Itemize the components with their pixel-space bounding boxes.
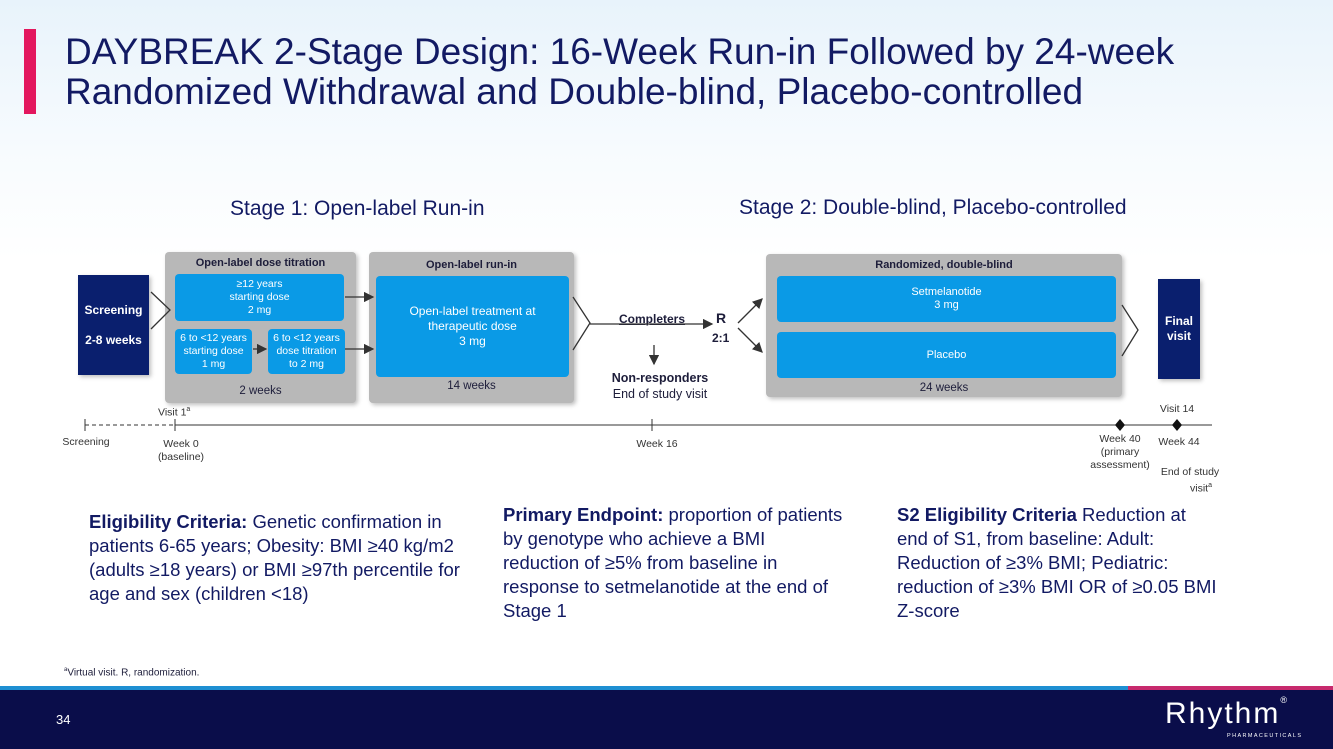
footnote: aVirtual visit. R, randomization.: [64, 667, 199, 678]
tl-end-study-line1: End of study: [1160, 466, 1220, 478]
titration-box-child-titration-line1: 6 to <12 years: [273, 332, 340, 344]
eligibility-label: Eligibility Criteria:: [89, 511, 248, 532]
stage1-heading: Stage 1: Open-label Run-in: [230, 197, 485, 220]
nonresponders-label: Non-responders: [611, 371, 709, 385]
stage2-heading: Stage 2: Double-blind, Placebo-controlle…: [739, 196, 1127, 219]
footer-stripe-pink: [1128, 686, 1333, 690]
final-chevron: [1121, 304, 1139, 357]
tl-visit1-sup: a: [186, 406, 191, 413]
footnote-text: Virtual visit. R, randomization.: [67, 667, 200, 679]
titration-box-child-start-line2: starting dose: [183, 345, 244, 357]
eligibility-text: Genetic confirmation in patients 6-65 ye…: [89, 511, 460, 604]
logo-sub: PHARMACEUTICALS: [1227, 733, 1303, 739]
diamond-week40: [1115, 419, 1125, 431]
tl-week40: Week 40 (primary assessment): [1088, 433, 1152, 472]
tl-screening: Screening: [62, 436, 110, 448]
titration-box-child-titration-line3: to 2 mg: [288, 358, 325, 370]
s2-label: S2 Eligibility Criteria: [897, 504, 1077, 525]
titration-box-adult-line1: ≥12 years: [236, 278, 283, 290]
titration-box-adult-line2: starting dose: [229, 291, 290, 303]
run-in-treatment-box: Open-label treatment at therapeutic dose…: [376, 276, 569, 377]
run-in-header: Open-label run-in: [425, 259, 518, 271]
arrow-to-setmelanotide: [737, 298, 763, 324]
screening-chevron: [150, 291, 171, 330]
tl-visit1-text: Visit 1: [158, 406, 187, 419]
tl-week40-line2: (primary: [1100, 446, 1140, 458]
final-visit-box: Final visit: [1158, 279, 1200, 379]
rhythm-logo: Rhythm® PHARMACEUTICALS: [1165, 694, 1311, 739]
tl-visit14: Visit 14: [1159, 403, 1195, 415]
titration-box-child-start-line3: 1 mg: [201, 358, 226, 370]
tl-end-study-sup: a: [1208, 482, 1212, 489]
title-line-1: DAYBREAK 2-Stage Design: 16-Week Run-in …: [65, 31, 1175, 72]
final-visit-line2: visit: [1166, 329, 1191, 343]
s2-eligibility: S2 Eligibility Criteria Reduction at end…: [897, 503, 1219, 623]
tl-week40-line3: assessment): [1090, 459, 1150, 471]
primary-endpoint: Primary Endpoint: proportion of patients…: [503, 503, 843, 623]
arrow-to-placebo: [737, 327, 763, 353]
dose-titration-header: Open-label dose titration: [195, 257, 326, 269]
page-title: DAYBREAK 2-Stage Design: 16-Week Run-in …: [65, 32, 1295, 112]
setmelanotide-line1: Setmelanotide: [911, 286, 982, 298]
tl-week0: Week 0 (baseline): [150, 438, 212, 464]
logo-name: Rhythm: [1165, 697, 1281, 730]
run-in-chevron: [572, 296, 591, 351]
diamond-week44: [1172, 419, 1182, 431]
tl-visit1: Visit 1a: [158, 403, 190, 420]
titration-box-adult-line3: 2 mg: [247, 304, 272, 316]
tl-week0-line2: (baseline): [157, 451, 205, 463]
primary-label: Primary Endpoint:: [503, 504, 664, 525]
tl-week40-line1: Week 40: [1099, 433, 1141, 445]
randomization-r: R: [716, 310, 727, 326]
titration-box-child-start: 6 to <12 years starting dose 1 mg: [175, 329, 252, 374]
tl-end-study-visit: visit: [1190, 482, 1209, 495]
run-in-box-line3: 3 mg: [459, 334, 486, 348]
titration-box-child-titration: 6 to <12 years dose titration to 2 mg: [268, 329, 345, 374]
tl-week16: Week 16: [636, 438, 678, 450]
tl-week0-line1: Week 0: [163, 438, 199, 450]
placebo-label: Placebo: [926, 348, 967, 361]
logo-reg: ®: [1280, 694, 1287, 705]
eligibility-criteria: Eligibility Criteria: Genetic confirmati…: [89, 510, 461, 606]
screening-label: Screening: [84, 303, 143, 317]
footnote-sup: a: [64, 667, 68, 673]
final-visit-line1: Final: [1164, 314, 1193, 328]
run-in-duration: 14 weeks: [447, 380, 496, 392]
titration-box-adult: ≥12 years starting dose 2 mg: [175, 274, 344, 321]
randomization-ratio: 2:1: [712, 331, 730, 345]
footer-bar: [0, 690, 1333, 749]
primary-text: proportion of patients by genotype who a…: [503, 504, 843, 621]
completers-label: Completers: [619, 312, 686, 326]
title-line-2: Randomized Withdrawal and Double-blind, …: [65, 71, 1084, 112]
screening-box: Screening 2-8 weeks: [78, 275, 149, 375]
randomized-header: Randomized, double-blind: [875, 259, 1013, 271]
tl-end-study: End of study visita: [1156, 466, 1224, 496]
dose-titration-duration: 2 weeks: [239, 385, 282, 397]
titration-box-child-titration-line2: dose titration: [276, 345, 337, 357]
nonresponders-sub: End of study visit: [612, 387, 708, 401]
run-in-box-line1: Open-label treatment at: [409, 304, 536, 318]
randomized-duration: 24 weeks: [919, 382, 969, 394]
s2-text: Reduction at end of S1, from baseline: A…: [897, 504, 1217, 621]
tl-week44: Week 44: [1158, 436, 1200, 448]
titration-box-child-start-line1: 6 to <12 years: [180, 332, 247, 344]
run-in-box-line2: therapeutic dose: [428, 319, 517, 333]
setmelanotide-line2: 3 mg: [934, 299, 959, 311]
setmelanotide-box: Setmelanotide 3 mg: [777, 276, 1116, 322]
placebo-box: Placebo: [777, 332, 1116, 378]
title-accent-bar: [24, 29, 36, 114]
tl-end-study-line2: visita: [1156, 479, 1224, 496]
page-number: 34: [56, 712, 71, 727]
footer-stripe-blue: [0, 686, 1128, 690]
screening-duration: 2-8 weeks: [85, 333, 142, 347]
